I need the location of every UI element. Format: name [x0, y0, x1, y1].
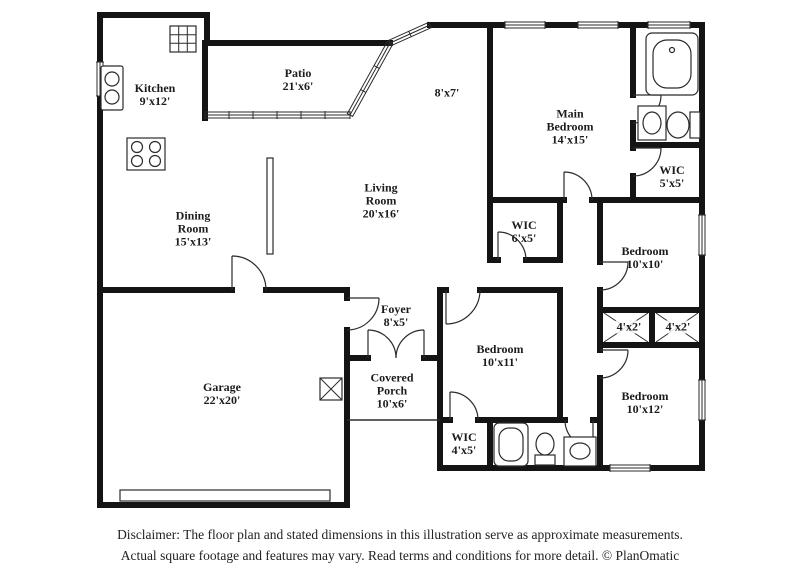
wall-lines	[97, 12, 705, 508]
patio-window-diagonal	[346, 40, 394, 118]
front-double-door	[367, 329, 425, 359]
window-kitchen-left	[95, 61, 105, 97]
media-wall	[266, 157, 274, 255]
window-right-2	[697, 379, 707, 421]
window-bottom	[609, 463, 651, 473]
disclaimer-line-1: Disclaimer: The floor plan and stated di…	[117, 527, 683, 542]
door-swing-icons	[231, 94, 662, 449]
misc-features	[119, 157, 440, 502]
skylight-icon	[169, 25, 197, 53]
nook-window-diagonal	[388, 21, 432, 47]
room-label-bedroom-10x12: Bedroom 10'x12'	[621, 389, 669, 416]
vanity-sink-icon	[637, 105, 667, 141]
patio-window-wall	[204, 111, 351, 119]
room-label-kitchen: Kitchen 9'x12'	[134, 81, 176, 108]
room-label-dining-room: Dining Room 15'x13'	[174, 208, 212, 249]
window-top-1	[504, 20, 546, 30]
room-label-patio: Patio 21'x6'	[282, 66, 314, 93]
room-label-wic-6x5: WIC 6'x5'	[511, 218, 537, 245]
room-label-wic-4x5: WIC 4'x5'	[451, 430, 477, 457]
bathtub-icon	[645, 32, 699, 96]
windows	[95, 20, 707, 473]
room-label-closet-b: 4'x2'	[664, 319, 692, 334]
door-wic-6x5	[497, 231, 527, 261]
room-label-main-bedroom: Main Bedroom 14'x15'	[546, 106, 594, 147]
walls	[97, 12, 705, 508]
door-bedroom-10x10	[599, 261, 629, 291]
toilet-icon	[666, 111, 701, 139]
window-top-2	[577, 20, 619, 30]
toilet-icon-2	[534, 432, 556, 466]
room-label-bedroom-10x10: Bedroom 10'x10'	[621, 244, 669, 271]
door-garage-dining	[231, 255, 267, 291]
window-top-3	[647, 20, 691, 30]
kitchen-fixtures	[100, 25, 197, 171]
room-label-closet-a: 4'x2'	[615, 319, 643, 334]
stove-icon	[126, 137, 166, 171]
room-label-foyer: Foyer 8'x5'	[381, 302, 411, 329]
door-bedroom-10x12	[599, 349, 629, 379]
kitchen-sink-icon	[100, 65, 124, 111]
disclaimer: Disclaimer: The floor plan and stated di…	[0, 524, 800, 566]
window-right-1	[697, 214, 707, 256]
room-label-nook: 8'x7'	[434, 85, 460, 100]
door-main-bedroom	[563, 171, 593, 201]
hall-bathroom-fixtures	[493, 422, 597, 467]
room-label-living-room: Living Room 20'x16'	[362, 180, 400, 221]
room-label-bedroom-10x11: Bedroom 10'x11'	[476, 342, 524, 369]
door-bedroom-10x11	[445, 289, 481, 325]
door-wic-5x5	[632, 147, 662, 177]
room-label-wic-5x5: WIC 5'x5'	[659, 163, 685, 190]
disclaimer-line-2: Actual square footage and features may v…	[120, 548, 680, 563]
bathtub-icon-2	[493, 422, 529, 467]
door-wic-4x5	[449, 391, 479, 421]
vanity-sink-icon-2	[563, 436, 597, 467]
room-label-garage: Garage 22'x20'	[203, 380, 241, 407]
water-heater-icon	[319, 377, 343, 401]
garage-door	[119, 489, 331, 502]
room-label-covered-porch: Covered Porch 10'x6'	[370, 370, 414, 411]
door-foyer-garage	[346, 297, 380, 331]
main-bathroom-fixtures	[637, 32, 701, 141]
